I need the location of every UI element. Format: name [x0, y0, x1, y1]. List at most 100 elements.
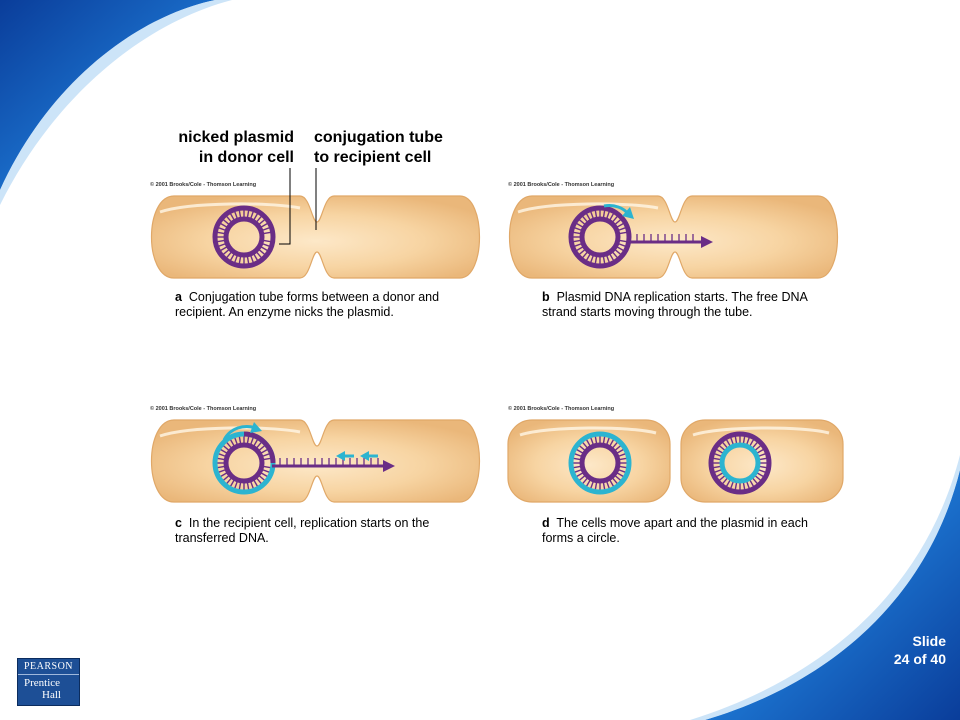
base-pair-tick — [225, 477, 233, 485]
base-pair-tick — [585, 212, 592, 221]
base-pair-tick — [575, 245, 584, 252]
base-pair-tick — [578, 218, 586, 226]
base-pair-tick — [238, 255, 242, 265]
cells-panel-a-highlight — [159, 202, 301, 214]
caption-c-text: In the recipient cell, replication start… — [175, 516, 430, 545]
base-pair-tick — [252, 212, 259, 221]
copyright-a: © 2001 Brooks/Cole - Thomson Learning — [150, 182, 257, 188]
plasmid-donor-d — [568, 431, 632, 495]
base-pair-tick — [217, 242, 227, 248]
outer-strand — [212, 205, 276, 269]
inner-strand — [223, 216, 265, 258]
transferred-strand-c — [272, 458, 395, 472]
caption-c-letter: c — [175, 516, 182, 530]
base-pair-tick — [572, 465, 582, 469]
caption-c: c In the recipient cell, replication sta… — [175, 516, 475, 546]
base-pair-tick — [572, 231, 582, 235]
arrow-head — [622, 207, 634, 219]
callout-left-line1: nicked plasmid — [178, 129, 294, 146]
base-pair-tick — [608, 253, 615, 262]
base-pair-tick — [745, 436, 751, 446]
base-pair-tick — [614, 248, 622, 256]
base-pair-tick — [252, 253, 259, 262]
strand-arrowhead — [701, 236, 713, 248]
base-pair-tick — [216, 231, 226, 235]
base-pair-tick — [605, 436, 611, 446]
base-pair-tick — [216, 465, 226, 469]
inner-strand — [579, 442, 621, 484]
inner-strand — [719, 442, 761, 484]
base-pair-tick — [602, 209, 606, 219]
base-pair-tick — [617, 452, 627, 458]
copyright-b: © 2001 Brooks/Cole - Thomson Learning — [508, 182, 615, 188]
slide-number: Slide 24 of 40 — [894, 632, 946, 668]
caption-b-text: Plasmid DNA replication starts. The free… — [542, 290, 808, 319]
base-pair-tick — [758, 457, 768, 461]
base-pair-tick — [756, 471, 765, 478]
base-pair-tick — [219, 471, 228, 478]
base-pair-tick — [219, 448, 228, 455]
base-pair-tick — [616, 471, 625, 478]
base-pair-tick — [616, 245, 625, 252]
pearson-prentice-hall-logo: PEARSON Prentice Hall — [17, 658, 80, 706]
base-pair-tick — [261, 452, 271, 458]
cells-panel-b-highlight — [517, 202, 659, 214]
base-pair-tick — [573, 468, 583, 474]
base-pair-tick — [261, 226, 271, 232]
base-pair-tick — [575, 222, 584, 229]
callout-nicked-plasmid: nicked plasmid in donor cell — [178, 128, 294, 168]
logo-line2: Hall — [42, 689, 61, 701]
copyright-c: © 2001 Brooks/Cole - Thomson Learning — [150, 406, 257, 412]
cyan-arrow-1-c — [336, 451, 354, 461]
recipient-cell-d-highlight — [692, 426, 830, 437]
plasmid-panel-b — [568, 205, 632, 269]
base-pair-tick — [233, 210, 239, 220]
base-pair-tick — [757, 452, 767, 458]
caption-b-letter: b — [542, 290, 550, 304]
caption-d-letter: d — [542, 516, 550, 530]
base-pair-tick — [618, 465, 628, 469]
base-pair-tick — [261, 242, 271, 248]
base-pair-tick — [219, 222, 228, 229]
base-pair-tick — [729, 480, 735, 490]
base-pair-tick — [573, 452, 583, 458]
base-pair-tick — [219, 245, 228, 252]
logo-line1: Prentice — [24, 677, 61, 689]
base-pair-tick — [618, 231, 628, 235]
copyright-d: © 2001 Brooks/Cole - Thomson Learning — [508, 406, 615, 412]
base-pair-tick — [261, 468, 271, 474]
base-pair-tick — [573, 242, 583, 248]
base-pair-tick — [712, 457, 722, 461]
small-arrow-head — [336, 451, 345, 461]
caption-a-letter: a — [175, 290, 182, 304]
base-pair-tick — [233, 480, 239, 490]
base-pair-tick — [249, 436, 255, 446]
base-pair-tick — [217, 452, 227, 458]
base-pair-tick — [575, 448, 584, 455]
small-arrow-head — [360, 451, 369, 461]
base-pair-tick — [575, 471, 584, 478]
base-pair-tick — [573, 226, 583, 232]
base-pair-tick — [618, 239, 628, 243]
base-pair-tick — [594, 209, 598, 219]
base-pair-tick — [229, 212, 236, 221]
cells-panel-b — [508, 195, 839, 279]
base-pair-tick — [605, 480, 611, 490]
replication-arrow-c — [222, 422, 262, 441]
base-pair-tick — [713, 468, 723, 474]
outer-strand — [568, 205, 632, 269]
callout-leader-lines — [279, 168, 317, 245]
cells-panel-a — [150, 195, 481, 279]
base-pair-tick — [713, 452, 723, 458]
callout-right-line2: to recipient cell — [314, 149, 432, 166]
base-pair-tick — [594, 255, 598, 265]
base-pair-tick — [216, 457, 226, 461]
arrow-head — [250, 422, 262, 433]
base-pair-tick — [249, 480, 255, 490]
base-pair-tick — [617, 242, 627, 248]
base-pair-tick — [602, 255, 606, 265]
base-pair-tick — [756, 448, 765, 455]
base-pair-tick — [605, 254, 611, 264]
donor-cell-d-highlight — [519, 426, 657, 437]
